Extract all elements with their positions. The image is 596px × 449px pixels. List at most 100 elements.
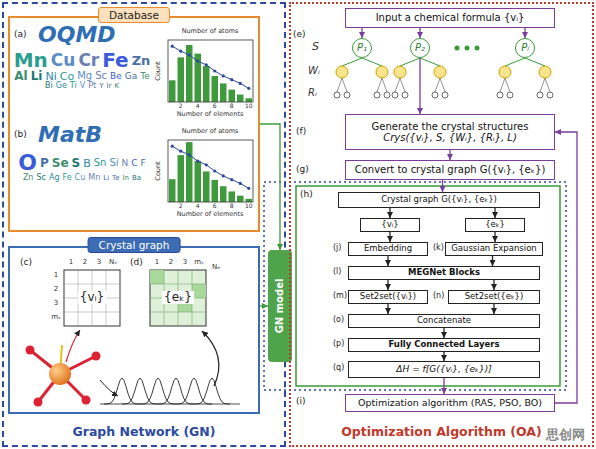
tree-link <box>540 78 545 92</box>
data-point <box>247 187 250 190</box>
trend-line <box>172 146 249 188</box>
tree-link <box>362 58 382 66</box>
node-label: MEGNet Blocks <box>408 268 480 278</box>
tab-heading: Database <box>98 7 170 23</box>
element-symbol: Sn <box>94 158 107 168</box>
flow-arrow <box>492 256 493 266</box>
node-label: GN model <box>274 279 286 334</box>
node-label: Gaussian Expansion <box>451 244 536 254</box>
flow-arrow <box>361 28 362 38</box>
data-point <box>222 174 225 177</box>
flow-arrow <box>494 232 495 242</box>
node-label: Set2set({vᵢ}) <box>360 292 416 302</box>
axis-label: 6 <box>213 203 217 210</box>
element-symbol: Zn <box>23 174 34 182</box>
data-point <box>205 163 208 166</box>
process-box: Input a chemical formula {vᵢ} <box>345 8 555 28</box>
matrix-label: {vᵢ} <box>78 291 107 304</box>
element-symbol: Pt <box>88 82 96 90</box>
atom-position <box>334 92 340 98</box>
panel-letter: (g) <box>296 165 309 175</box>
panel-letter: (d) <box>130 258 143 268</box>
element-symbol: B <box>83 158 91 169</box>
node-label: Fully Connected Layers <box>388 340 499 350</box>
node-label: {vᵢ} <box>381 220 398 230</box>
tree-link <box>545 78 550 92</box>
flow-arrow <box>449 150 450 160</box>
node-label: Pₗ <box>521 42 529 54</box>
flow-arrow <box>419 28 420 38</box>
data-point <box>213 169 216 172</box>
bar <box>220 83 227 102</box>
data-point <box>247 87 250 90</box>
bar <box>237 95 244 102</box>
matrix-label: mᵥ <box>51 314 61 322</box>
node-label: Crys({vᵢ}, S, {Wᵢ}, {Rᵢ}, L) <box>383 132 517 144</box>
element-symbol: Te <box>140 72 150 81</box>
element-symbol: Ni <box>45 71 56 82</box>
data-point <box>230 78 233 81</box>
element-symbol: Cr <box>78 52 99 69</box>
axis-label: Number of elements <box>177 111 244 118</box>
matrix-label: 1 <box>69 259 73 267</box>
tab-heading: Crystal graph <box>88 237 181 253</box>
bar <box>169 179 176 202</box>
section-panel: Optimization Algorithm (OA)Input a chemi… <box>289 2 594 447</box>
axis-label: 4 <box>196 203 200 210</box>
matrix-label: 1 <box>155 259 159 267</box>
node-label: Optimization algorithm (RAS, PSO, BO) <box>358 398 542 409</box>
data-point <box>239 182 242 185</box>
watermark: 思创网 <box>546 428 585 442</box>
matrix-label: 3 <box>183 259 187 267</box>
element-symbol: Mn <box>88 174 100 182</box>
axis-label: 8 <box>230 103 234 110</box>
matrix-label: Nᵥ <box>109 259 117 267</box>
bar-chart <box>168 40 253 102</box>
data-point <box>222 74 225 77</box>
process-box: Gaussian Expansion <box>445 242 543 256</box>
element-symbol: Be <box>110 72 122 81</box>
parent-circle: P₂ <box>410 38 430 58</box>
axis-label: 2 <box>179 203 183 210</box>
element-symbol: Y <box>99 83 103 90</box>
flow-arrow <box>260 124 280 250</box>
matrix-label: 2 <box>169 259 173 267</box>
axis-line <box>100 404 240 405</box>
data-point <box>171 45 174 48</box>
panel-letter: (l) <box>333 268 341 277</box>
panel-letter: (q) <box>333 364 344 373</box>
node-matrix <box>64 270 120 326</box>
flow-arrow <box>442 180 443 192</box>
flow-arrow <box>493 280 494 290</box>
element-symbol: Al <box>14 70 27 82</box>
flow-arrow <box>389 208 390 218</box>
bar <box>220 186 227 202</box>
wyckoff-circle <box>499 66 511 78</box>
process-box: Convert to crystal graph G({vᵢ}, {eₖ}) <box>345 160 555 180</box>
word-cloud: MnCuCrFeZnAlLiNiCoMgScBeGaTeBiGeTiVPtYIr… <box>12 50 152 120</box>
flow-arrow <box>524 28 525 38</box>
tree-link <box>525 58 545 66</box>
flow-arrow <box>555 132 577 403</box>
element-symbol: K <box>114 83 119 90</box>
element-symbol: Fe <box>63 174 72 182</box>
process-box: {eₖ} <box>465 218 525 232</box>
tree-link <box>377 78 382 92</box>
bar <box>178 57 185 102</box>
data-point <box>196 159 199 162</box>
ellipsis-dot <box>475 46 480 51</box>
axis-label: 2 <box>179 103 183 110</box>
element-symbol: Mg <box>77 71 92 81</box>
panel-letter: (n) <box>433 292 444 301</box>
atom-position <box>384 92 390 98</box>
element-symbol: Mn <box>14 50 48 70</box>
data-point <box>205 63 208 66</box>
tree-link <box>400 78 405 92</box>
element-symbol: Zn <box>132 54 151 67</box>
matrix-label: 2 <box>54 286 58 294</box>
flow-arrow <box>443 352 444 361</box>
tree-link <box>420 58 440 66</box>
database-name: OQMD <box>38 23 116 47</box>
gaussian-curves <box>100 378 240 404</box>
database-name: MatB <box>38 123 102 147</box>
